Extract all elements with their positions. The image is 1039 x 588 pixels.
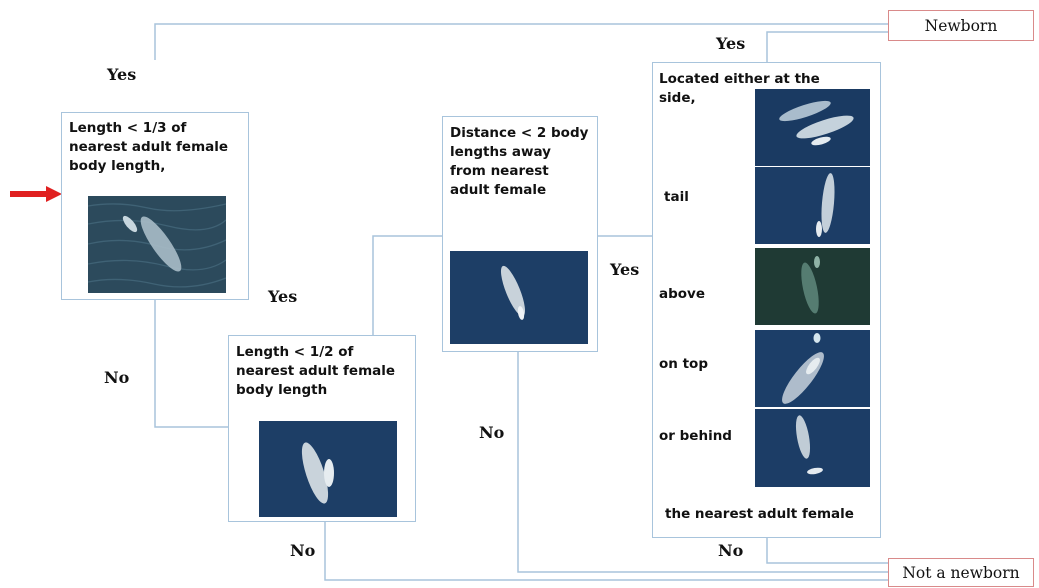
no-label-step4: No <box>718 541 744 560</box>
yes-label-step3: Yes <box>610 260 640 279</box>
no-label-step1: No <box>104 368 130 387</box>
position-label-on-top: on top <box>659 356 708 372</box>
yes-label-step4: Yes <box>716 34 746 53</box>
aerial-photo-small-calf-with-mother <box>88 196 226 293</box>
no-label-step2: No <box>290 541 316 560</box>
aerial-photo-calf-beside-mother <box>259 421 397 517</box>
criterion-text-step3: Distance < 2 body lengths away from near… <box>450 125 589 198</box>
outcome-newborn: Newborn <box>888 10 1034 41</box>
red-arrow-right-icon <box>10 186 62 202</box>
outcome-not-a-newborn: Not a newborn <box>888 558 1034 587</box>
criterion-text-step4-outro: the nearest adult female <box>665 506 854 522</box>
criterion-text-step2: Length < 1/2 of nearest adult female bod… <box>236 344 396 398</box>
aerial-photo-calf-on-top <box>755 330 870 407</box>
aerial-photo-calf-behind <box>755 409 870 487</box>
position-label-tail: tail <box>664 189 689 205</box>
aerial-photo-calf-at-tail <box>755 167 870 244</box>
position-label-above: above <box>659 286 706 302</box>
aerial-photo-calf-at-side <box>755 89 870 166</box>
yes-label-step2: Yes <box>268 287 298 306</box>
aerial-photo-calf-near-mother <box>450 251 588 344</box>
yes-label-step1: Yes <box>107 65 137 84</box>
no-label-step3: No <box>479 423 505 442</box>
criterion-text-step4-intro: Located either at the side, <box>659 71 820 106</box>
criterion-text-step1: Length < 1/3 of nearest adult female bod… <box>69 120 229 174</box>
aerial-photo-calf-above <box>755 248 870 325</box>
position-label-or-behind: or behind <box>659 428 732 444</box>
